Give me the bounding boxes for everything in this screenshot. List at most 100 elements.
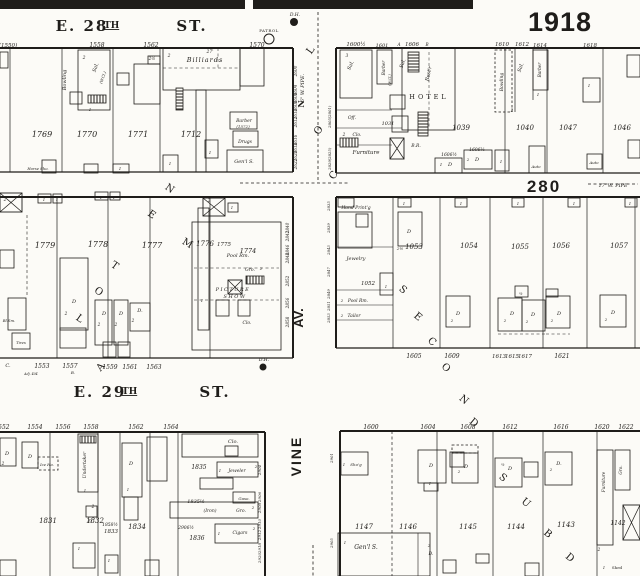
building [379,272,394,296]
business-label: Off. [348,115,357,121]
crossed-building-diagonal [622,504,640,541]
business-label: (Iron) [203,507,216,514]
building [169,501,259,519]
building [226,149,264,173]
story-marker: 1 [78,546,80,551]
lot-number: 1777 [142,241,163,250]
story-marker: 2 [252,526,256,531]
dwelling-label: D [71,299,76,305]
lot-number: 1835½ [187,498,205,505]
address-vertical: 2848 [285,252,290,264]
business-label: Gro. [236,508,246,514]
story-marker: 1 [119,166,122,171]
story-marker: 2 [114,322,118,327]
building [204,139,219,159]
business-label: Tires [16,340,26,345]
business-label: Clo. [243,320,253,326]
address-vertical: 2840 [285,222,290,234]
story-marker: 2 [207,198,211,203]
building [624,197,638,208]
story-marker: 2 [91,504,95,509]
building [214,523,259,544]
lot-number: 1769 [32,130,52,139]
address-number: 1558 [89,42,104,49]
business-label: Gen'l S. [354,544,378,551]
parcel-outline [191,221,282,351]
business-label: Jewelry [345,256,365,262]
address-number: 1561 [122,364,137,371]
address-number: 1608 [460,424,475,431]
story-marker: 2 [466,157,470,162]
plat-letter: N [457,393,471,407]
building [389,94,406,110]
crossed-building-diagonal [389,137,405,160]
dwelling-label: D [118,311,123,317]
dwelling-label: D [507,466,512,472]
story-marker: 2 [427,543,431,548]
address-vertical: 2856 [285,297,290,309]
address-vertical: 2846 [285,244,290,256]
building [494,149,510,172]
building [524,562,540,576]
business-label: Bl.Sm. [2,318,16,323]
stairs [175,87,184,111]
address-number: 1556 [55,424,70,431]
lot-number: 1142 [610,520,625,527]
story-marker: 1 [440,162,443,167]
business-label: Undertaker [82,451,88,478]
crossed-building [389,137,405,160]
story-marker: 1 [43,197,45,202]
building [0,559,17,576]
patrol-circle [263,33,275,45]
building [102,341,117,358]
story-marker: 2½ [148,56,156,61]
building [199,477,234,490]
address-vertical: 2901 [329,453,334,464]
business-label: Barber [537,62,542,79]
story-marker: 2 [251,505,255,510]
business-label: Shed [612,565,623,570]
address-number: 1610 [495,42,509,48]
hydrant-dot [290,18,298,26]
crossed-building [622,504,640,541]
story-marker: 1 [100,195,102,200]
lot-number: 1052 [361,281,375,287]
building [215,299,230,317]
lot-number: 1147 [355,523,373,531]
lot-number: 1055 [511,243,529,251]
building [109,191,121,201]
building [449,451,465,468]
dwelling-label: D. [555,461,562,467]
lot-number: 1771 [128,130,148,139]
dwelling-label: D [128,461,133,467]
address-number: C. [5,363,11,369]
stairs [407,51,420,73]
street-e29-name: E. 29 [74,383,127,401]
building [567,197,581,208]
building [626,54,640,78]
story-marker: 1 [537,92,540,97]
lot-number: 1778 [88,240,108,249]
year-label: 1918 [528,7,592,37]
business-label: Pool Rm. [226,253,250,259]
building [162,47,241,91]
building [434,157,463,174]
business-label: HOTEL [409,93,448,101]
story-marker: 3 [346,53,349,58]
building [391,115,409,133]
street-e29-suffix: ST. [199,383,230,401]
lot-number: 1835 [191,464,206,471]
story-marker: 2 [597,547,601,552]
address-number: 1606 [405,42,419,48]
lot-number: 1775 [217,242,231,248]
story-marker: 2 [1,461,5,466]
building [85,505,98,518]
building [545,288,559,298]
address-vertical: 2622 [293,158,298,170]
address-vertical: 2918 [257,542,262,554]
address-vertical: 2616 [293,134,298,146]
building [77,433,99,493]
address-number: 1618 [583,43,597,49]
block-number-label: 280 [527,177,561,196]
